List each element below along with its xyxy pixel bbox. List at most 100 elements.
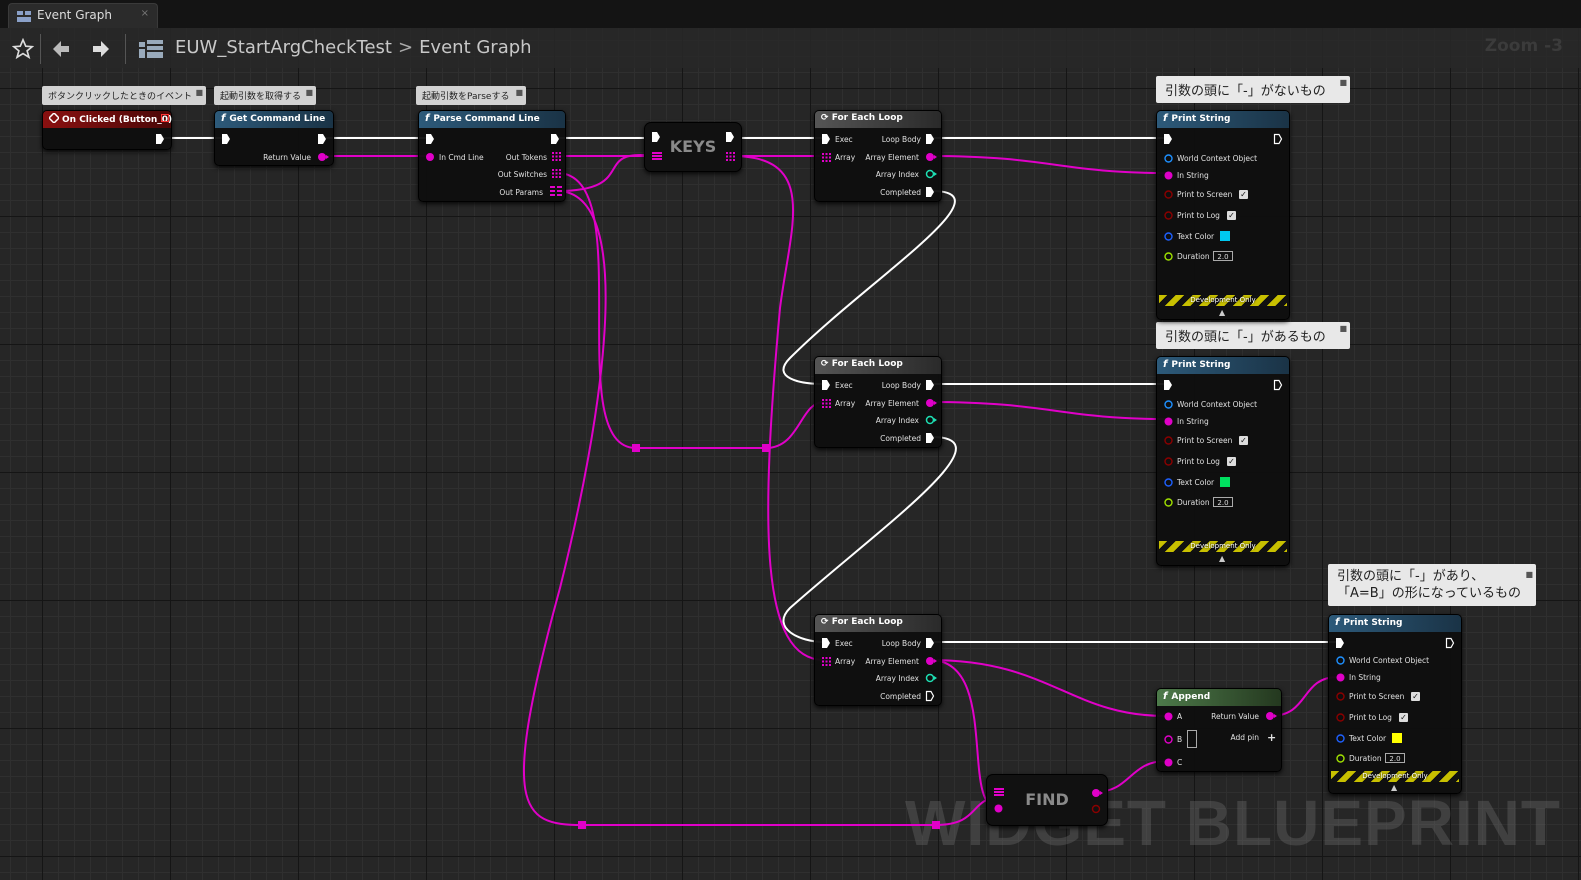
loop-body-pin[interactable] bbox=[925, 133, 935, 145]
c-pin[interactable] bbox=[1164, 758, 1173, 767]
node-for-each-loop-3[interactable]: ⟳ For Each Loop Exec Loop Body Array Arr… bbox=[814, 614, 942, 706]
text-color-swatch[interactable] bbox=[1392, 733, 1402, 743]
forward-arrow-icon[interactable] bbox=[88, 36, 114, 62]
duration-pin[interactable] bbox=[1336, 754, 1345, 763]
delegate-pin[interactable] bbox=[161, 114, 169, 122]
a-pin[interactable] bbox=[1164, 712, 1173, 721]
exec-in-pin[interactable] bbox=[1163, 379, 1173, 391]
breadcrumb-graph[interactable]: Event Graph bbox=[419, 37, 532, 58]
array-index-pin[interactable] bbox=[925, 169, 937, 179]
breadcrumb-blueprint[interactable]: EUW_StartArgCheckTest bbox=[175, 37, 392, 58]
node-for-each-loop-2[interactable]: ⟳ For Each Loop Exec Loop Body Array Arr… bbox=[814, 356, 942, 448]
in-cmd-line-pin[interactable] bbox=[425, 152, 435, 162]
exec-out-pin[interactable] bbox=[550, 133, 560, 145]
pin-icon[interactable]: ■ bbox=[1339, 324, 1347, 333]
print-to-screen-pin[interactable] bbox=[1164, 436, 1173, 445]
comment-has-dash-kv[interactable]: 引数の頭に「-」があり、「A=B」の形になっているもの■ bbox=[1328, 564, 1536, 606]
key-pin[interactable] bbox=[994, 804, 1003, 813]
favorite-star-icon[interactable] bbox=[10, 36, 36, 62]
loop-body-pin[interactable] bbox=[925, 379, 935, 391]
duration-input[interactable]: 2.0 bbox=[1213, 251, 1233, 261]
array-index-pin[interactable] bbox=[925, 673, 937, 683]
world-context-pin[interactable] bbox=[1164, 154, 1173, 163]
pin-icon[interactable]: ■ bbox=[1525, 570, 1533, 579]
found-pin[interactable] bbox=[1091, 804, 1103, 814]
return-value-pin[interactable] bbox=[1265, 711, 1277, 721]
comment-has-dash[interactable]: 引数の頭に「-」があるもの■ bbox=[1156, 322, 1350, 349]
add-pin-label[interactable]: Add pin bbox=[1230, 733, 1259, 742]
pin-icon[interactable]: ■ bbox=[515, 88, 523, 97]
print-to-log-checkbox[interactable]: ✓ bbox=[1227, 457, 1236, 466]
array-index-pin[interactable] bbox=[925, 415, 937, 425]
duration-input[interactable]: 2.0 bbox=[1213, 497, 1233, 507]
text-color-swatch[interactable] bbox=[1220, 477, 1230, 487]
comment-no-dash[interactable]: 引数の頭に「-」がないもの■ bbox=[1156, 76, 1350, 103]
graph-canvas[interactable]: EUW_StartArgCheckTest>Event Graph Zoom -… bbox=[0, 28, 1581, 880]
add-pin-plus-icon[interactable]: + bbox=[1267, 731, 1277, 744]
text-color-pin[interactable] bbox=[1164, 232, 1173, 241]
in-string-pin[interactable] bbox=[1336, 673, 1345, 682]
tab-close-icon[interactable]: × bbox=[140, 8, 149, 19]
print-to-screen-checkbox[interactable]: ✓ bbox=[1239, 190, 1248, 199]
text-color-pin[interactable] bbox=[1336, 734, 1345, 743]
text-color-swatch[interactable] bbox=[1220, 231, 1230, 241]
b-text-input[interactable] bbox=[1187, 730, 1197, 748]
exec-out-pin[interactable] bbox=[725, 131, 735, 143]
exec-out-pin[interactable] bbox=[155, 133, 165, 145]
print-to-log-pin[interactable] bbox=[1164, 211, 1173, 220]
target-map-pin[interactable] bbox=[652, 152, 662, 160]
in-string-pin[interactable] bbox=[1164, 171, 1173, 180]
keys-array-pin[interactable] bbox=[726, 152, 735, 161]
print-to-screen-pin[interactable] bbox=[1336, 692, 1345, 701]
world-context-pin[interactable] bbox=[1164, 400, 1173, 409]
out-switches-array-pin[interactable] bbox=[552, 169, 561, 178]
duration-pin[interactable] bbox=[1164, 498, 1173, 507]
pin-icon[interactable]: ■ bbox=[1339, 78, 1347, 87]
collapse-arrow-icon[interactable]: ▲ bbox=[1391, 783, 1398, 792]
node-find[interactable]: FIND bbox=[986, 774, 1108, 826]
array-element-pin[interactable] bbox=[925, 152, 937, 162]
completed-pin[interactable] bbox=[925, 432, 935, 444]
exec-out-pin[interactable] bbox=[1445, 637, 1455, 649]
node-for-each-loop-1[interactable]: ⟳ For Each Loop Exec Loop Body Array Arr… bbox=[814, 110, 942, 202]
completed-pin[interactable] bbox=[925, 186, 935, 198]
array-in-pin[interactable] bbox=[822, 399, 831, 408]
completed-pin-unconnected[interactable] bbox=[925, 690, 935, 702]
exec-in-pin[interactable] bbox=[651, 131, 661, 143]
pin-icon[interactable]: ■ bbox=[305, 88, 313, 97]
collapse-arrow-icon[interactable]: ▲ bbox=[1219, 308, 1226, 317]
exec-out-pin[interactable] bbox=[1273, 133, 1283, 145]
collapse-arrow-icon[interactable]: ▲ bbox=[1219, 554, 1226, 563]
exec-in-pin[interactable] bbox=[1163, 133, 1173, 145]
pin-icon[interactable]: ■ bbox=[195, 88, 203, 97]
exec-in-pin[interactable] bbox=[221, 133, 231, 145]
target-map-pin[interactable] bbox=[994, 788, 1004, 796]
exec-in-pin[interactable] bbox=[821, 637, 831, 649]
text-color-pin[interactable] bbox=[1164, 478, 1173, 487]
print-to-screen-checkbox[interactable]: ✓ bbox=[1411, 692, 1420, 701]
exec-out-pin[interactable] bbox=[317, 133, 327, 145]
loop-body-pin[interactable] bbox=[925, 637, 935, 649]
exec-out-pin[interactable] bbox=[1273, 379, 1283, 391]
array-element-pin[interactable] bbox=[925, 656, 937, 666]
node-keys[interactable]: KEYS bbox=[644, 122, 742, 172]
in-string-pin[interactable] bbox=[1164, 417, 1173, 426]
print-to-log-checkbox[interactable]: ✓ bbox=[1227, 211, 1236, 220]
comment-get-args[interactable]: 起動引数を取得する■ bbox=[214, 86, 316, 105]
tab-event-graph[interactable]: Event Graph × bbox=[8, 3, 158, 28]
exec-in-pin[interactable] bbox=[425, 133, 435, 145]
print-to-screen-checkbox[interactable]: ✓ bbox=[1239, 436, 1248, 445]
b-pin[interactable] bbox=[1164, 735, 1173, 744]
node-on-clicked[interactable]: On Clicked (Button_0) bbox=[42, 110, 172, 150]
print-to-log-pin[interactable] bbox=[1336, 713, 1345, 722]
world-context-pin[interactable] bbox=[1336, 656, 1345, 665]
out-params-map-pin[interactable] bbox=[550, 186, 562, 196]
return-value-pin[interactable] bbox=[317, 152, 329, 162]
array-in-pin[interactable] bbox=[822, 657, 831, 666]
